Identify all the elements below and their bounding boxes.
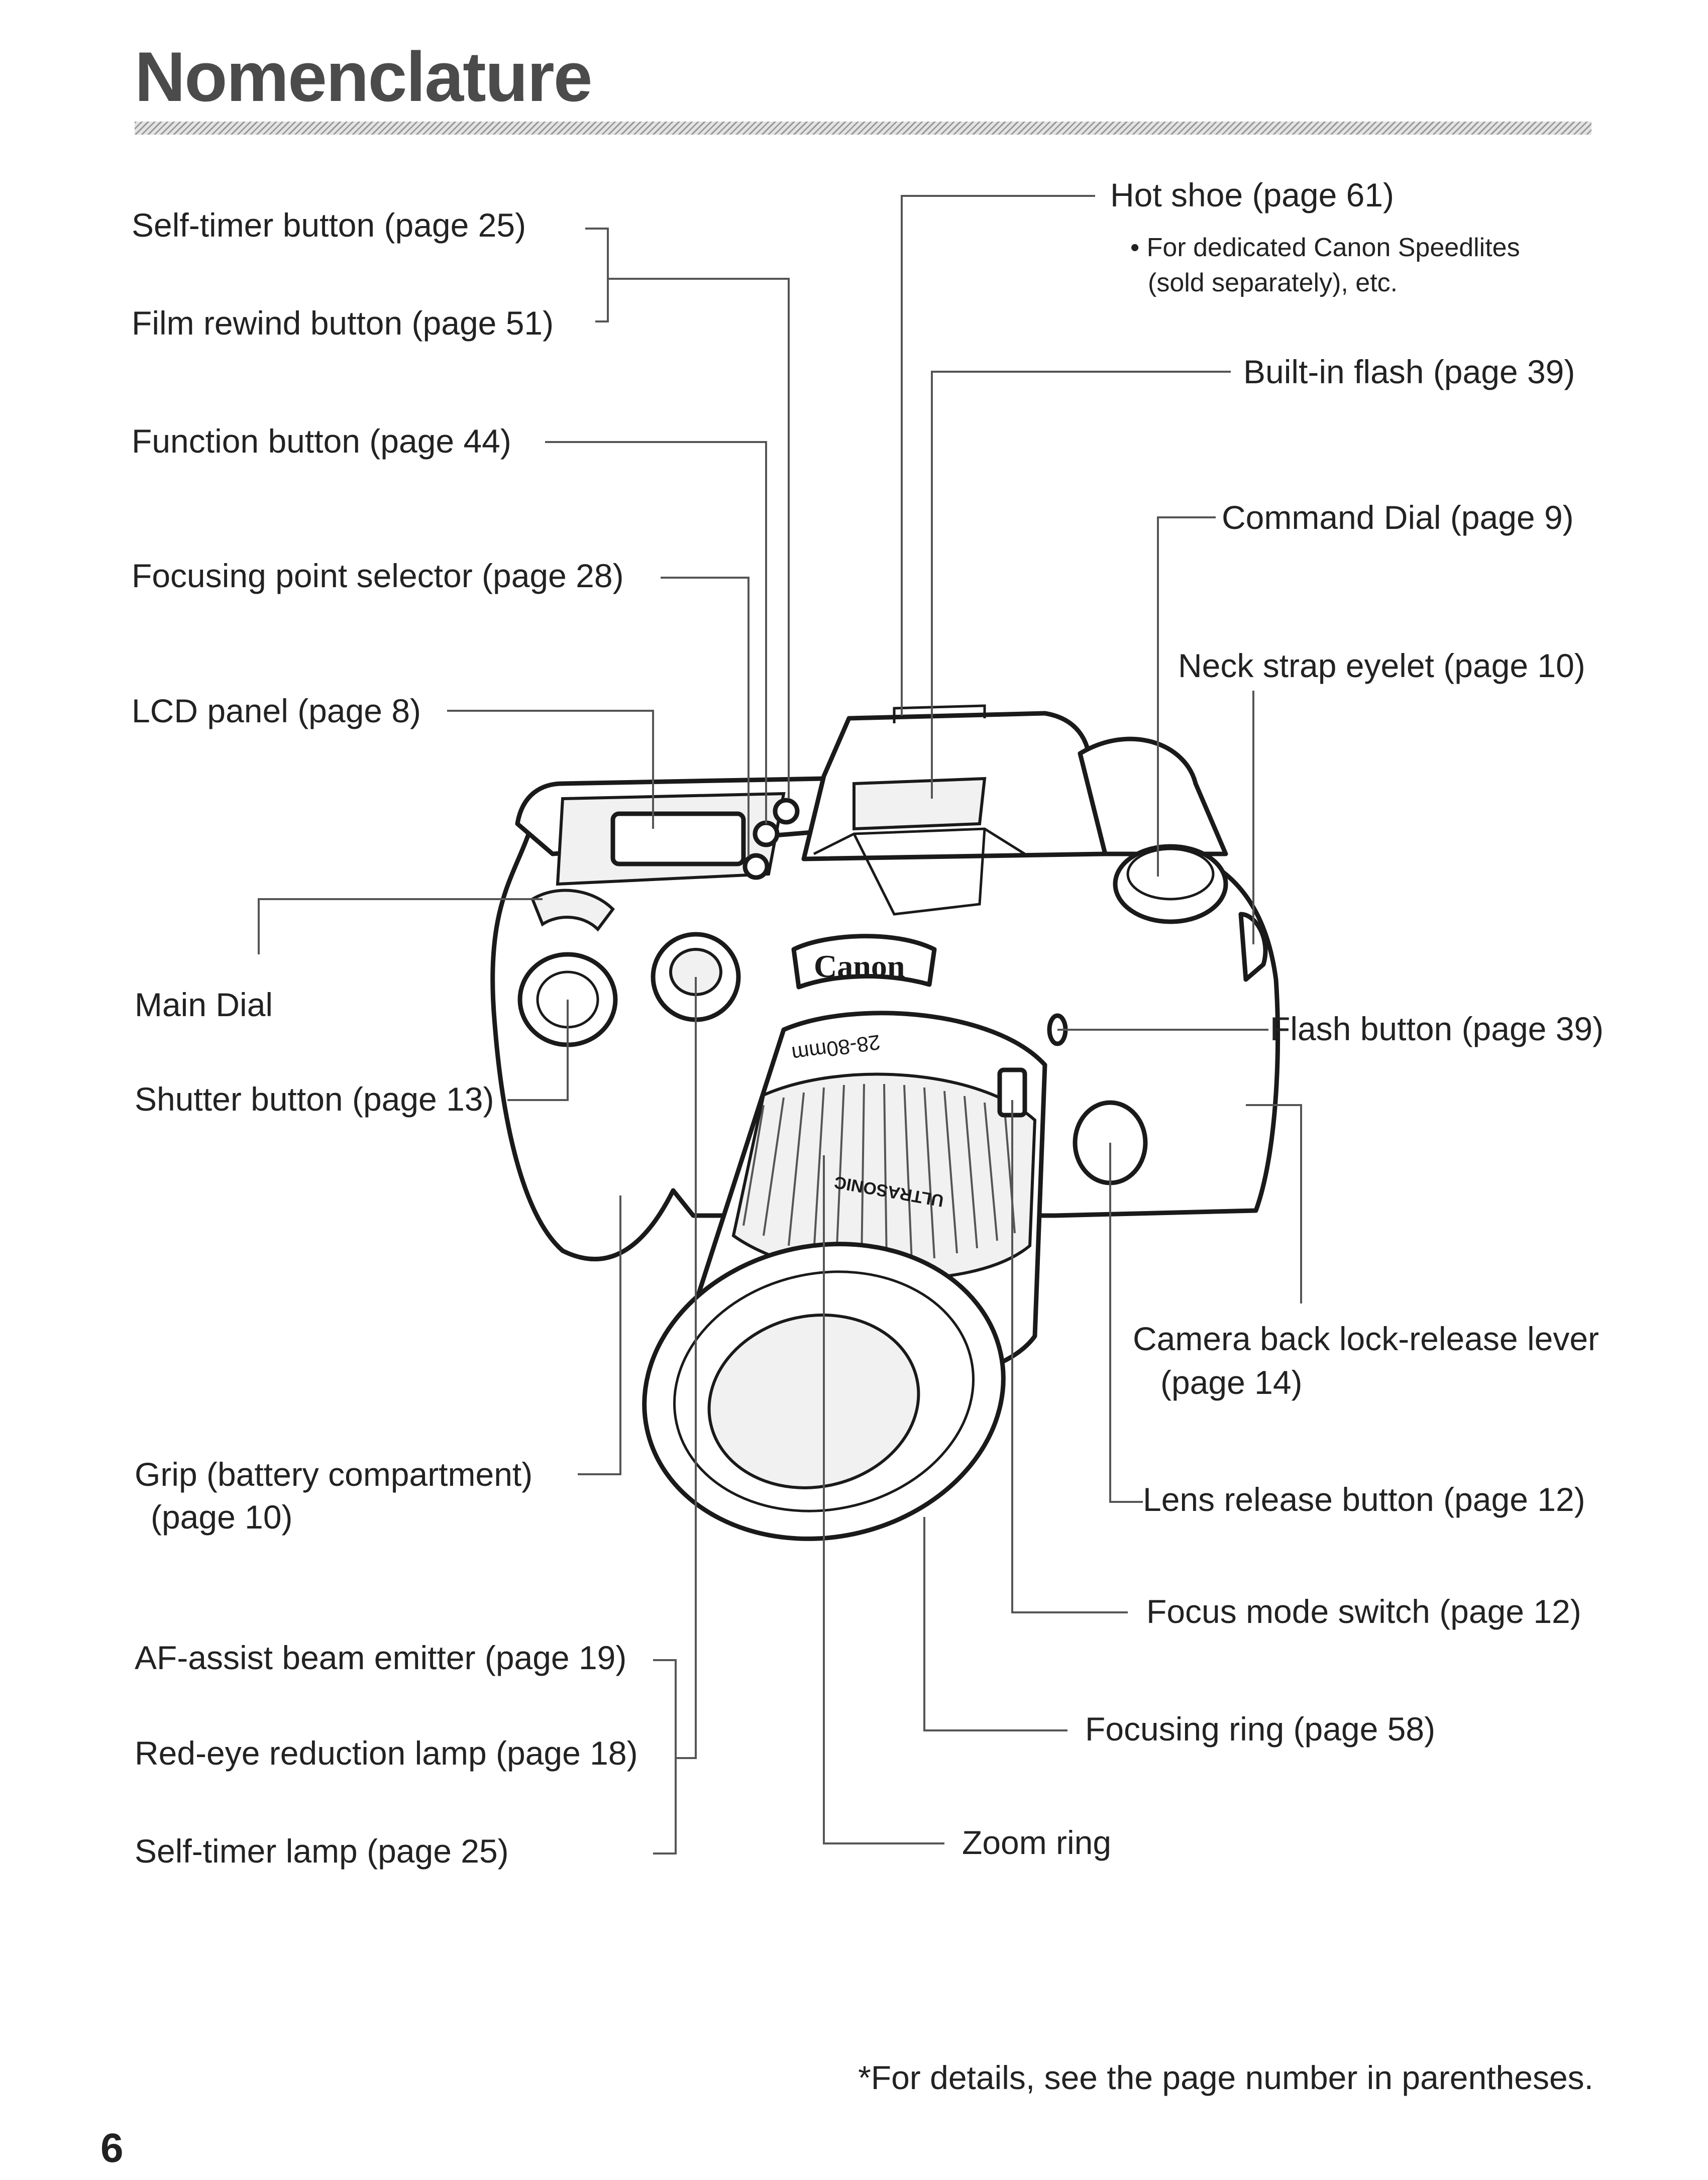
note-hot-shoe-line1: • For dedicated Canon Speedlites [1130,233,1520,262]
label-focusing-point-selector: Focusing point selector (page 28) [132,557,624,594]
label-grip: Grip (battery compartment) [135,1456,533,1493]
label-grip-page: (page 10) [151,1498,293,1536]
label-main-dial: Main Dial [135,986,273,1023]
label-built-in-flash: Built-in flash (page 39) [1243,353,1575,390]
leader-lines [258,195,1302,1855]
label-hot-shoe: Hot shoe (page 61) [1110,176,1395,213]
label-af-assist-beam: AF-assist beam emitter (page 19) [135,1639,627,1676]
label-lcd-panel: LCD panel (page 8) [132,692,421,729]
label-camera-back-lock: Camera back lock-release lever [1133,1320,1599,1357]
camera-illustration: Canon 28-80mm ULTRASONIC [490,704,1280,1541]
label-film-rewind-button: Film rewind button (page 51) [132,304,554,342]
page-number: 6 [100,2125,124,2171]
label-flash-button: Flash button (page 39) [1270,1010,1604,1047]
label-focusing-ring: Focusing ring (page 58) [1085,1710,1436,1748]
label-zoom-ring: Zoom ring [962,1824,1112,1861]
label-self-timer-lamp: Self-timer lamp (page 25) [135,1832,509,1870]
page-title: Nomenclature [135,37,593,116]
footnote: *For details, see the page number in par… [858,2059,1593,2096]
title-rule [135,122,1591,135]
label-command-dial: Command Dial (page 9) [1222,499,1574,536]
label-self-timer-button: Self-timer button (page 25) [132,206,526,244]
label-red-eye-lamp: Red-eye reduction lamp (page 18) [135,1734,638,1772]
label-shutter-button: Shutter button (page 13) [135,1080,494,1118]
label-camera-back-lock-page: (page 14) [1160,1364,1303,1401]
label-neck-strap-eyelet: Neck strap eyelet (page 10) [1178,647,1585,684]
camera-brand-logo: Canon [814,948,905,984]
label-focus-mode-switch: Focus mode switch (page 12) [1146,1593,1581,1630]
note-hot-shoe-line2: (sold separately), etc. [1148,268,1398,297]
label-lens-release-button: Lens release button (page 12) [1143,1481,1585,1518]
label-function-button: Function button (page 44) [132,422,511,460]
